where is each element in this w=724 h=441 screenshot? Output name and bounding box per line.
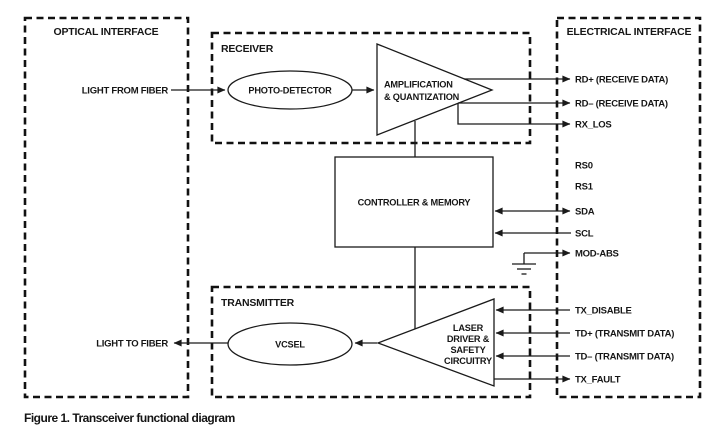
scl-label: SCL: [575, 229, 594, 240]
receiver-label: RECEIVER: [221, 43, 274, 55]
laser-driver-label-line4: CIRCUITRY: [444, 356, 492, 366]
mod-abs-label: MOD-ABS: [575, 249, 619, 260]
transmitter-label: TRANSMITTER: [221, 297, 295, 309]
electrical-interface-label: ELECTRICAL INTERFACE: [567, 26, 692, 38]
receiver-box: [210, 31, 532, 145]
amplifier-label-line2: & QUANTIZATION: [384, 92, 460, 102]
tx-fault-label: TX_FAULT: [575, 375, 621, 386]
transmitter-box: [210, 285, 532, 399]
laser-driver-label-line2: DRIVER &: [447, 334, 490, 344]
amplifier-triangle: [376, 43, 494, 136]
laser-driver-triangle: [376, 298, 495, 387]
laser-driver-label-line1: LASER: [453, 323, 484, 333]
rx-los-label: RX_LOS: [575, 120, 612, 131]
photo-detector-label: PHOTO-DETECTOR: [248, 86, 332, 96]
laser-driver-label-line3: SAFETY: [450, 345, 485, 355]
amplifier-label-line1: AMPLIFICATION: [384, 80, 453, 90]
vcsel-label: VCSEL: [275, 340, 305, 350]
figure-caption: Figure 1. Transceiver functional diagram: [24, 411, 235, 425]
controller-memory-label: CONTROLLER & MEMORY: [358, 198, 471, 208]
rs1-label: RS1: [575, 182, 594, 193]
vcsel-ellipse: [227, 322, 353, 366]
optical-interface-label: OPTICAL INTERFACE: [54, 26, 159, 38]
td-minus-label: TD– (TRANSMIT DATA): [575, 352, 674, 363]
ground-icon: [512, 253, 536, 275]
rs0-label: RS0: [575, 161, 593, 172]
rd-minus-label: RD– (RECEIVE DATA): [575, 99, 668, 110]
light-from-fiber-label: LIGHT FROM FIBER: [82, 86, 169, 97]
sda-label: SDA: [575, 207, 595, 218]
rd-plus-label: RD+ (RECEIVE DATA): [575, 75, 668, 86]
optical-interface-box: [23, 16, 190, 399]
light-to-fiber-label: LIGHT TO FIBER: [96, 339, 168, 350]
tx-disable-label: TX_DISABLE: [575, 306, 632, 317]
td-plus-label: TD+ (TRANSMIT DATA): [575, 329, 674, 340]
controller-memory-block: [334, 156, 494, 248]
rx-los-line: [457, 103, 571, 128]
